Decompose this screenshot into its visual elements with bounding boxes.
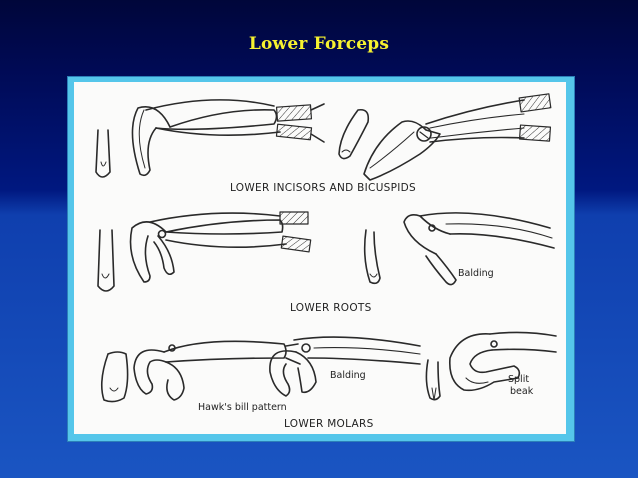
figure-frame: LOWER INCISORS AND BICUSPIDS Balding LOW… [67,76,575,442]
label-balding-roots: Balding [458,268,494,279]
tooth-icon-root [97,229,115,292]
figure-illustration: LOWER INCISORS AND BICUSPIDS Balding LOW… [74,82,566,434]
label-lower-molars: LOWER MOLARS [284,418,374,430]
forceps-icon-root-side [129,211,312,283]
tooth-icon-molar [100,351,129,403]
slide-title: Lower Forceps [248,34,390,54]
label-split: Split [508,374,530,385]
forceps-icon-molar-split-beak [448,331,557,392]
tooth-icon-incisor [95,129,111,178]
forceps-icon-incisor-side [131,99,325,177]
tooth-icon-molar-split [425,359,441,401]
tooth-icon-root-right [363,229,381,285]
forceps-icon-bicuspid-top [363,93,552,181]
forceps-icon-molar-balding [269,336,421,397]
forceps-icon-root-balding [403,212,555,286]
label-incisors-bicuspids: LOWER INCISORS AND BICUSPIDS [230,182,417,194]
forceps-drawing [95,93,557,403]
label-hawks-bill: Hawk's bill pattern [198,402,287,413]
label-lower-roots: LOWER ROOTS [290,302,372,314]
tooth-icon-bicuspid [338,108,370,160]
label-beak: beak [510,386,534,397]
forceps-icon-molar-hawksbill [133,340,301,401]
label-balding-molars: Balding [330,370,366,381]
